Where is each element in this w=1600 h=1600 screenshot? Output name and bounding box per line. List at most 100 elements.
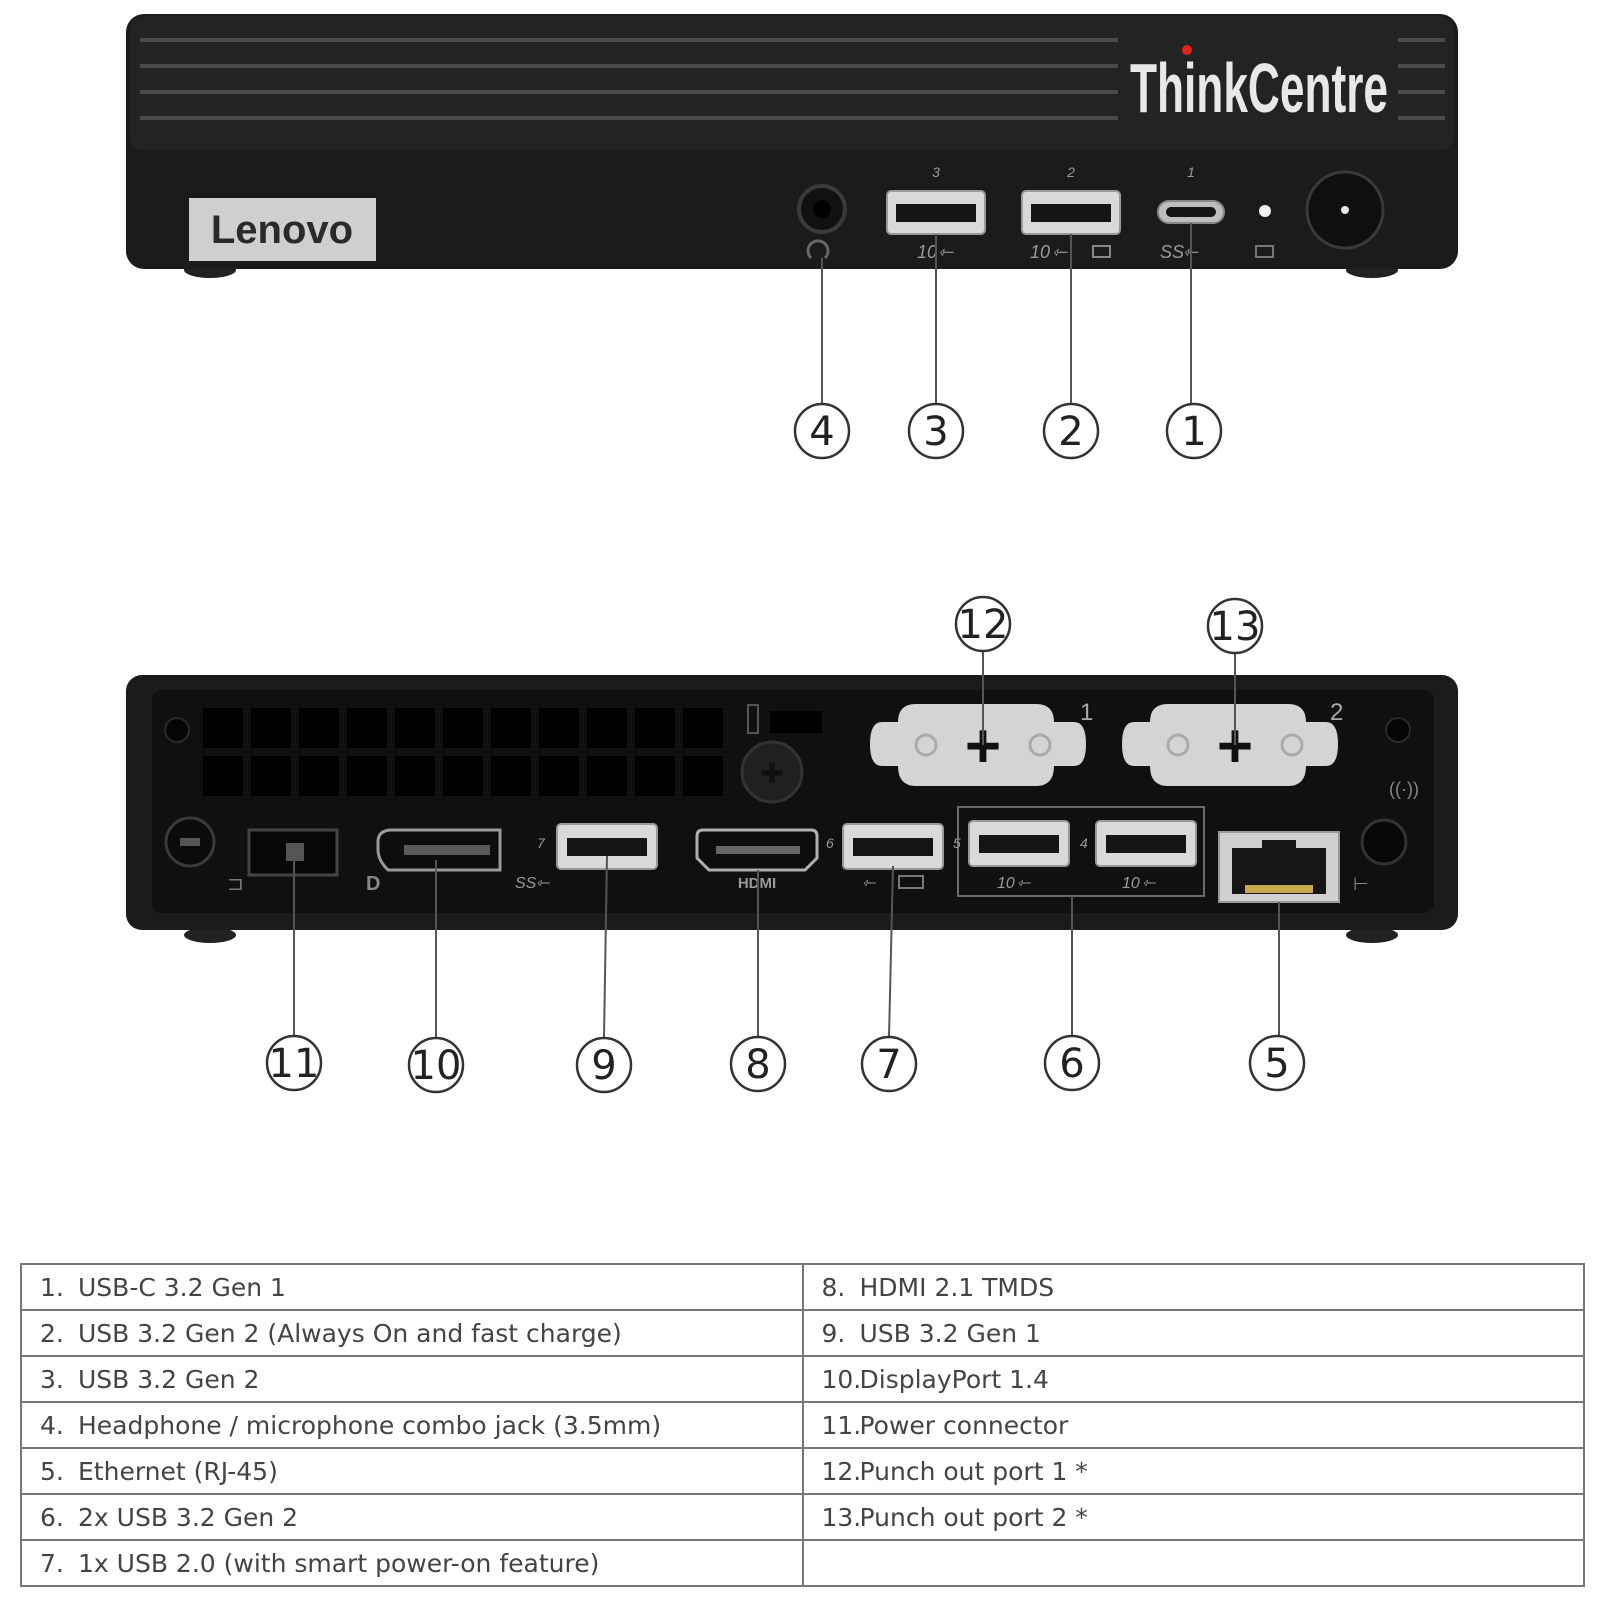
drive-activity-icon [1255, 245, 1274, 258]
displayport-icon: D [366, 873, 380, 895]
lenovo-badge-text: Lenovo [211, 208, 353, 252]
svg-text:12: 12 [958, 602, 1009, 648]
front-usb-port-2-slot [1031, 204, 1111, 222]
legend-cell-right: 9. USB 3.2 Gen 1 [801, 1309, 1585, 1357]
legend-cell-left: 7.1x USB 2.0 (with smart power-on featur… [20, 1539, 804, 1587]
rear-usb-7-number: 6 [826, 835, 834, 851]
svg-text:11: 11 [269, 1041, 320, 1087]
callout-6: 6 [1043, 1034, 1101, 1092]
legend-number: 10. [821, 1364, 862, 1394]
port-legend-table: 1.USB-C 3.2 Gen 1 8.HDMI 2.1 TMDS 2.USB … [20, 1263, 1585, 1587]
thumbscrew [740, 740, 804, 804]
front-usbc-1-number: 1 [1187, 164, 1195, 180]
callout-8: 8 [729, 1035, 787, 1093]
callouts: 1 2 3 4 5 6 7 8 [265, 402, 1306, 1094]
usb-icon: ⇽ [1052, 242, 1068, 262]
punch-out-port-1 [870, 704, 1086, 786]
table-row: 7.1x USB 2.0 (with smart power-on featur… [20, 1539, 1585, 1587]
svg-text:5: 5 [1264, 1041, 1289, 1087]
legend-cell-right: 11.Power connector [801, 1401, 1585, 1449]
rear-foot-right [1346, 927, 1398, 943]
keyboard-icon [898, 875, 924, 889]
callout-4: 4 [793, 402, 851, 460]
thinkcentre-logo-dot [1182, 45, 1192, 55]
front-usb-3-speed: 10 [917, 242, 937, 262]
thinkcentre-logo: ThinkCentre [1130, 49, 1388, 127]
kensington-slot-hole [180, 838, 200, 846]
punch-out-2-number: 2 [1330, 699, 1343, 726]
legend-text: Punch out port 1 * [859, 1456, 1088, 1486]
front-usbc-port-1-slot [1166, 207, 1216, 217]
rear-usb-port-9-slot [567, 838, 647, 856]
ethernet-port-opening [1232, 840, 1326, 894]
legend-text: USB 3.2 Gen 2 [78, 1364, 260, 1394]
antenna-connector [1360, 818, 1408, 866]
svg-text:7: 7 [876, 1042, 901, 1088]
security-lock-slot [770, 711, 822, 733]
svg-text:4: 4 [809, 409, 834, 455]
usb-icon: ⇽ [1142, 875, 1156, 892]
legend-cell-left: 3. USB 3.2 Gen 2 [20, 1355, 804, 1403]
legend-number: 13. [821, 1502, 862, 1532]
displayport-pins [404, 845, 490, 855]
callout-13: 13 [1206, 597, 1264, 655]
legend-text: Ethernet (RJ-45) [78, 1456, 278, 1486]
power-button-led [1341, 206, 1349, 214]
table-row: 6.2x USB 3.2 Gen 2 13.Punch out port 2 * [20, 1493, 1585, 1541]
rear-usb-port-6a-slot [979, 835, 1059, 853]
rear-foot-left [184, 927, 236, 943]
svg-text:13: 13 [1210, 604, 1261, 650]
svg-text:1: 1 [1181, 409, 1206, 455]
table-row: 2. USB 3.2 Gen 2 (Always On and fast char… [20, 1309, 1585, 1357]
battery-charge-icon [1092, 245, 1111, 258]
svg-text:10: 10 [411, 1043, 462, 1089]
legend-text: Headphone / microphone combo jack (3.5mm… [78, 1410, 662, 1440]
hdmi-pins [716, 846, 800, 854]
legend-cell-left: 6.2x USB 3.2 Gen 2 [20, 1493, 804, 1541]
punch-out-2-screw-right [1280, 733, 1304, 757]
lenovo-badge [189, 198, 376, 261]
callout-7: 7 [860, 1035, 918, 1093]
power-plug-icon: ⊐ [227, 873, 244, 895]
legend-cell-left: 4.Headphone / microphone combo jack (3.5… [20, 1401, 804, 1449]
legend-text: USB 3.2 Gen 2 (Always On and fast charge… [78, 1318, 622, 1348]
rear-usb-9-speed: SS [515, 875, 537, 892]
legend-number: 3. [40, 1364, 64, 1394]
legend-text: Power connector [859, 1410, 1069, 1440]
legend-text: Punch out port 2 * [859, 1502, 1088, 1532]
punch-out-1-number: 1 [1080, 699, 1093, 726]
front-usb-2-number: 2 [1066, 164, 1075, 180]
front-leaders [821, 223, 1192, 403]
rear-view: ✚ + 1 + 2 ((·)) ⊐ D 7 SS ⇽ HD [126, 675, 1458, 943]
legend-text: 1x USB 2.0 (with smart power-on feature) [78, 1548, 600, 1578]
usb-icon: ⇽ [938, 242, 954, 262]
legend-cell-right: 12.Punch out port 1 * [801, 1447, 1585, 1495]
legend-number: 9. [821, 1318, 846, 1348]
legend-number: 1. [40, 1272, 64, 1302]
svg-text:2: 2 [1058, 409, 1083, 455]
punch-out-port-2 [1122, 704, 1338, 786]
usb-icon: ⇽ [1017, 875, 1031, 892]
headset-icon [806, 239, 830, 260]
legend-number: 2. [40, 1318, 64, 1348]
front-audio-jack-hole [813, 200, 831, 218]
rear-usb-port-7-slot [853, 838, 933, 856]
rear-leaders [293, 652, 1280, 1038]
legend-text: USB 3.2 Gen 1 [859, 1318, 1041, 1348]
rear-usb-group-6-frame [957, 806, 1205, 897]
callout-1: 1 [1165, 402, 1223, 460]
table-row: 5.Ethernet (RJ-45) 12.Punch out port 1 * [20, 1447, 1585, 1495]
callout-5: 5 [1248, 1034, 1306, 1092]
table-row: 4.Headphone / microphone combo jack (3.5… [20, 1401, 1585, 1449]
punch-out-1-screw-left [914, 733, 938, 757]
punch-out-2-screw-left [1166, 733, 1190, 757]
legend-text: USB-C 3.2 Gen 1 [78, 1272, 286, 1302]
callout-11: 11 [265, 1034, 323, 1092]
legend-cell-right [801, 1539, 1585, 1587]
callout-2: 2 [1042, 402, 1100, 460]
table-row: 3.USB 3.2 Gen 2 10.DisplayPort 1.4 [20, 1355, 1585, 1403]
legend-number: 11. [821, 1410, 862, 1440]
legend-number: 6. [40, 1502, 64, 1532]
legend-number: 12. [821, 1456, 862, 1486]
callout-3: 3 [907, 402, 965, 460]
